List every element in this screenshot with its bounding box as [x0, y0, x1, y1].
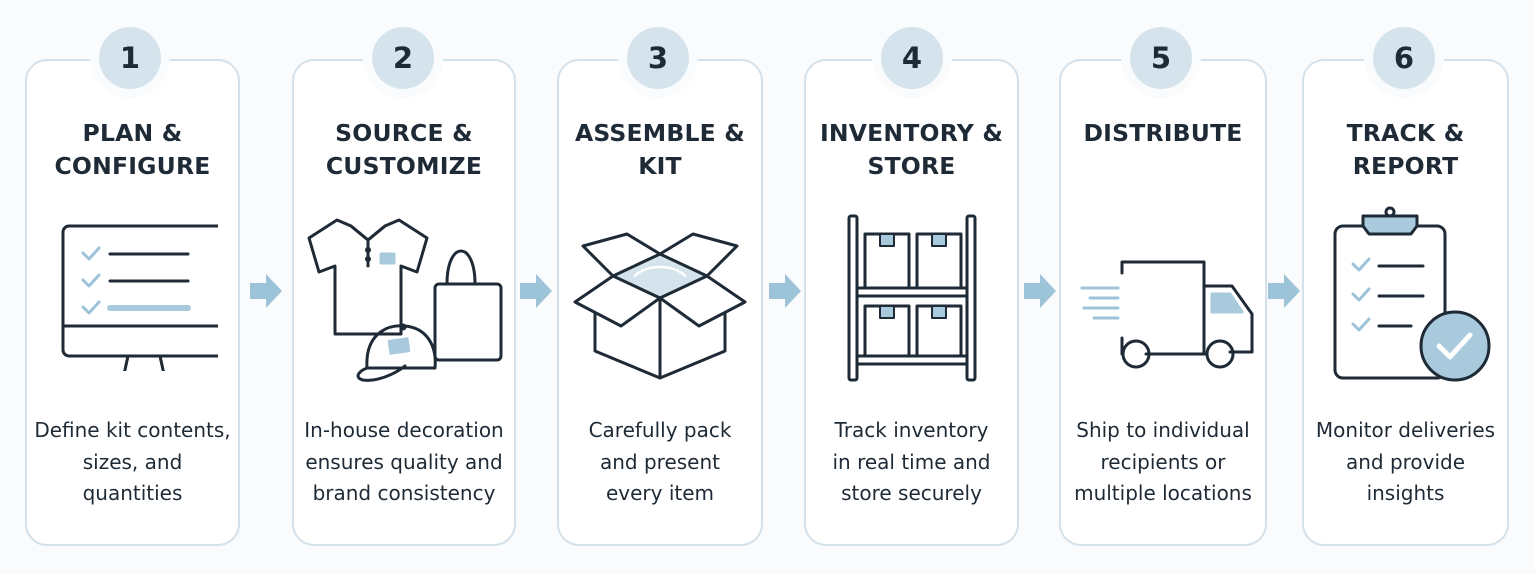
delivery-truck-icon [1061, 206, 1265, 396]
step-title: DISTRIBUTE [1083, 119, 1243, 147]
step-description: Monitor deliveries and provide insights [1315, 418, 1496, 505]
step-title: SOURCE & CUSTOMIZE [325, 119, 483, 180]
step-card-2: SOURCE & CUSTOMIZE [292, 59, 516, 546]
step-card-5: DISTRIBUTE Ship to individual recipients… [1059, 59, 1267, 546]
open-box-icon [559, 206, 761, 396]
arrow-right-icon [769, 274, 801, 308]
step-card-1: PLAN & CONFIGURE Define kit contents, si… [25, 59, 240, 546]
step-title: INVENTORY & STORE [819, 119, 1004, 180]
step-number-badge-1: 1 [99, 27, 161, 89]
step-number-badge-5: 5 [1130, 27, 1192, 89]
step-title: TRACK & REPORT [1346, 119, 1465, 180]
step-description: Ship to individual recipients or multipl… [1074, 418, 1252, 505]
storage-shelf-icon [806, 206, 1017, 396]
step-description: Track inventory in real time and store s… [832, 418, 991, 505]
step-description: Define kit contents, sizes, and quantiti… [34, 418, 231, 505]
step-title: PLAN & CONFIGURE [54, 119, 211, 180]
step-card-6: TRACK & REPORT Monitor deliveries and pr… [1302, 59, 1509, 546]
step-number-badge-2: 2 [372, 27, 434, 89]
step-description: In-house decoration ensures quality and … [304, 418, 504, 505]
step-card-3: ASSEMBLE & KIT Carefully pack and presen… [557, 59, 763, 546]
arrow-right-icon [250, 274, 282, 308]
step-description: Carefully pack and present every item [588, 418, 732, 505]
monitor-checklist-icon [27, 206, 238, 396]
step-number-badge-3: 3 [627, 27, 689, 89]
arrow-right-icon [1024, 274, 1056, 308]
step-card-4: INVENTORY & STORE Track inve [804, 59, 1019, 546]
apparel-icon [294, 206, 514, 396]
arrow-right-icon [520, 274, 552, 308]
step-title: ASSEMBLE & KIT [574, 119, 746, 180]
step-number-badge-6: 6 [1373, 27, 1435, 89]
step-number-badge-4: 4 [881, 27, 943, 89]
clipboard-check-icon [1304, 206, 1507, 396]
arrow-right-icon [1268, 274, 1300, 308]
